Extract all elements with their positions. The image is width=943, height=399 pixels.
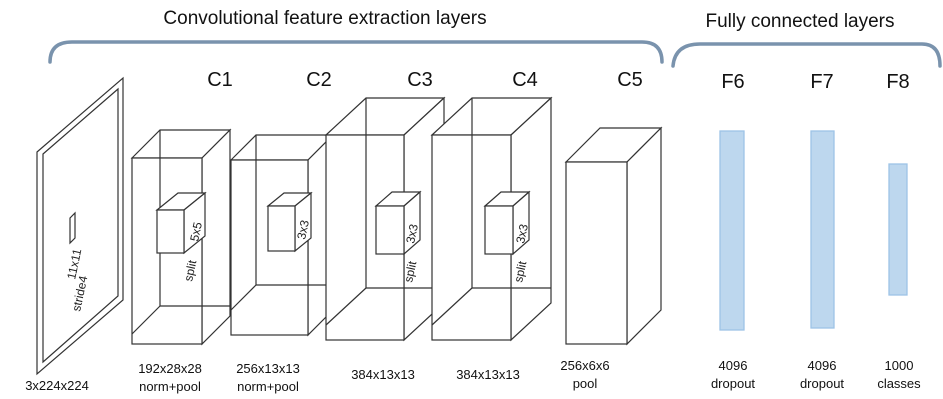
conv-block-c1: 5x5 split — [130, 128, 232, 346]
fc-layer-f8-bar — [888, 163, 908, 296]
caption-c4-dims: 384x13x13 — [456, 367, 520, 382]
caption-c1-dims: 192x28x28 — [138, 361, 202, 376]
c3-split-label: split — [401, 259, 419, 283]
layer-label-f8: F8 — [886, 71, 909, 93]
layer-label-c3: C3 — [407, 69, 433, 91]
caption-c1-ops: norm+pool — [139, 379, 201, 394]
c4-split-label: split — [511, 259, 529, 283]
caption-f8-units: 1000 — [885, 358, 914, 373]
conv-layers-header: Convolutional feature extraction layers — [163, 8, 486, 29]
input-kernel-square — [69, 211, 76, 245]
fc-layers-brace — [671, 42, 942, 68]
caption-c5-dims: 256x6x6 — [560, 358, 609, 373]
c4-kernel-size: 3x3 — [513, 222, 531, 244]
conv-block-c5 — [564, 126, 663, 346]
layer-label-c4: C4 — [512, 69, 538, 91]
caption-f7-ops: dropout — [800, 376, 844, 391]
fc-layer-f7-bar — [810, 130, 835, 329]
input-image-plate: 11x11 stride4 — [36, 76, 124, 376]
conv-block-c3: 3x3 split — [324, 96, 446, 342]
fc-layer-f6-bar — [719, 130, 745, 331]
layer-label-c5: C5 — [617, 69, 643, 91]
conv-block-c2: 3x3 — [229, 133, 335, 337]
layer-label-c1: C1 — [207, 69, 233, 91]
caption-f6-units: 4096 — [719, 358, 748, 373]
caption-f6-ops: dropout — [711, 376, 755, 391]
c3-kernel-size: 3x3 — [403, 222, 421, 244]
caption-f8-ops: classes — [877, 376, 921, 391]
caption-input-dims: 3x224x224 — [25, 378, 89, 393]
conv-layers-brace — [48, 40, 664, 64]
caption-c2-dims: 256x13x13 — [236, 361, 300, 376]
c1-kernel-size: 5x5 — [187, 220, 205, 242]
input-kernel-size: 11x11 — [64, 247, 84, 280]
caption-c5-ops: pool — [573, 376, 598, 391]
c1-split-label: split — [181, 258, 199, 282]
conv-block-c4: 3x3 split — [430, 96, 553, 342]
layer-label-f7: F7 — [810, 71, 833, 93]
c2-kernel-size: 3x3 — [294, 218, 312, 240]
fc-layers-header: Fully connected layers — [705, 11, 894, 32]
caption-c2-ops: norm+pool — [237, 379, 299, 394]
caption-f7-units: 4096 — [808, 358, 837, 373]
layer-label-f6: F6 — [721, 71, 744, 93]
caption-c3-dims: 384x13x13 — [351, 367, 415, 382]
layer-label-c2: C2 — [306, 69, 332, 91]
